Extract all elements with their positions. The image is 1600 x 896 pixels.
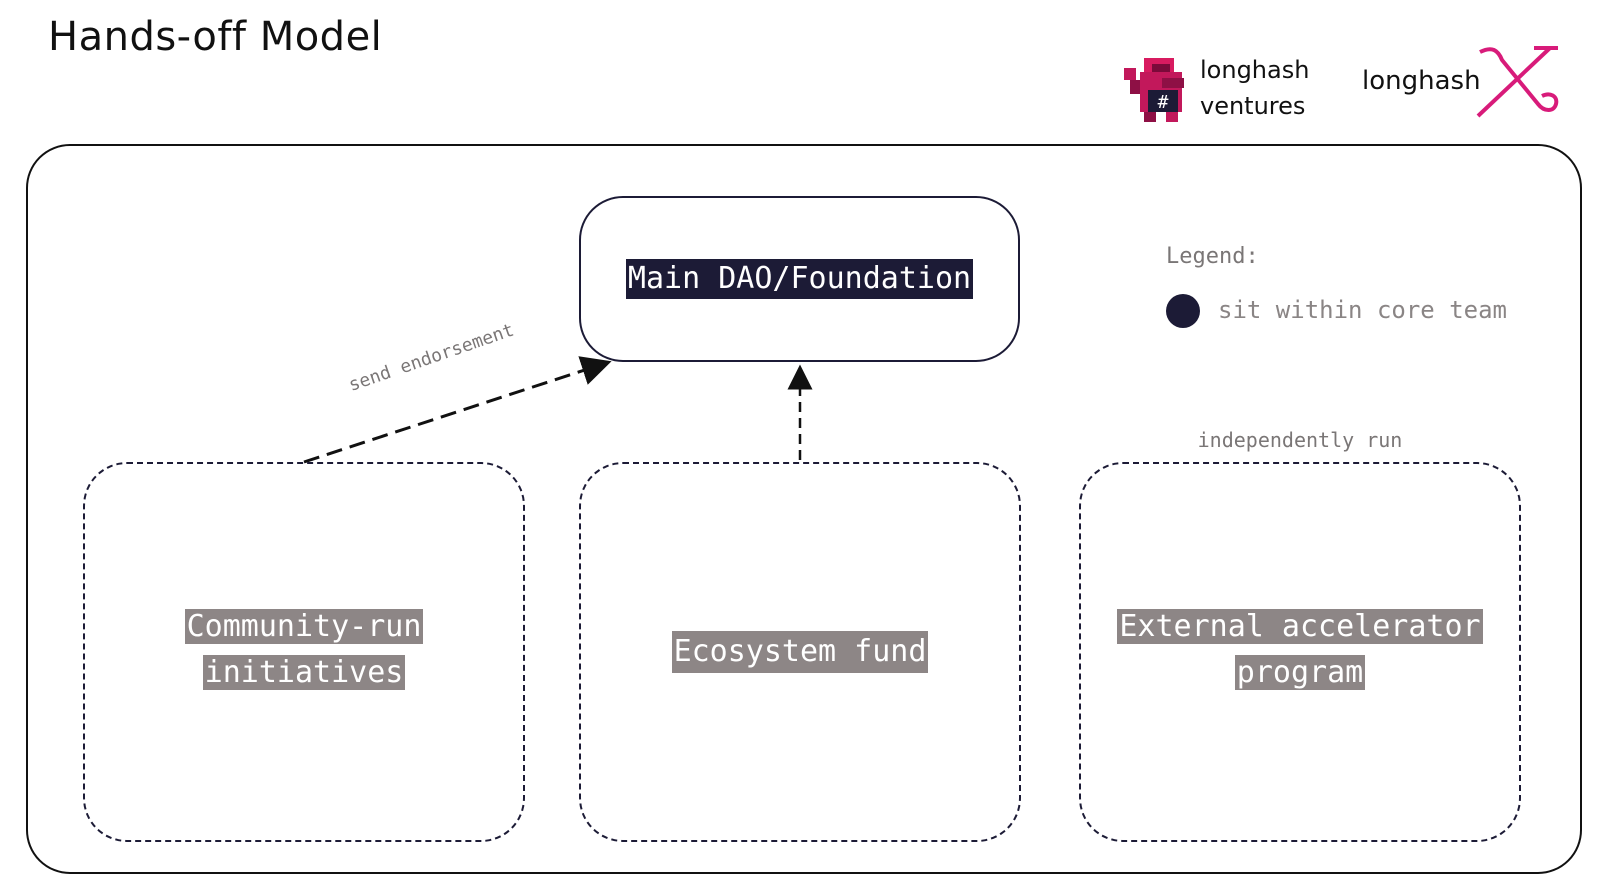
node-community-label: Community-run initiatives [184, 609, 424, 690]
x-mark-icon [1476, 46, 1559, 118]
brand-ventures-line1: longhash [1200, 56, 1310, 84]
diagram-frame [26, 144, 1582, 874]
brand-ventures-line2: ventures [1200, 92, 1306, 120]
note-independently-run: independently run [1197, 428, 1403, 452]
longhash-x-logo: longhash [1362, 46, 1562, 126]
legend-item-core-team: sit within core team [1218, 296, 1507, 324]
node-external-label: External accelerator program [1117, 609, 1483, 690]
node-external-accelerator-program: External accelerator program [1079, 462, 1521, 842]
page-title: Hands-off Model [48, 14, 383, 60]
node-ecosystem-fund: Ecosystem fund [579, 462, 1021, 842]
legend-dot-icon [1166, 294, 1200, 328]
node-main-dao-foundation: Main DAO/Foundation [579, 196, 1020, 362]
edge-community-to-main [303, 356, 612, 464]
brand-x-name: longhash [1362, 66, 1481, 96]
longhash-mascot-icon: # [1124, 58, 1184, 122]
legend-title: Legend: [1166, 244, 1259, 269]
node-main-label: Main DAO/Foundation [625, 259, 974, 299]
node-community-run-initiatives: Community-run initiatives [83, 462, 525, 842]
node-ecosystem-label: Ecosystem fund [671, 631, 929, 673]
longhash-ventures-logo: # longhash ventures [1122, 50, 1322, 130]
mascot-hash-glyph: # [1158, 92, 1169, 113]
